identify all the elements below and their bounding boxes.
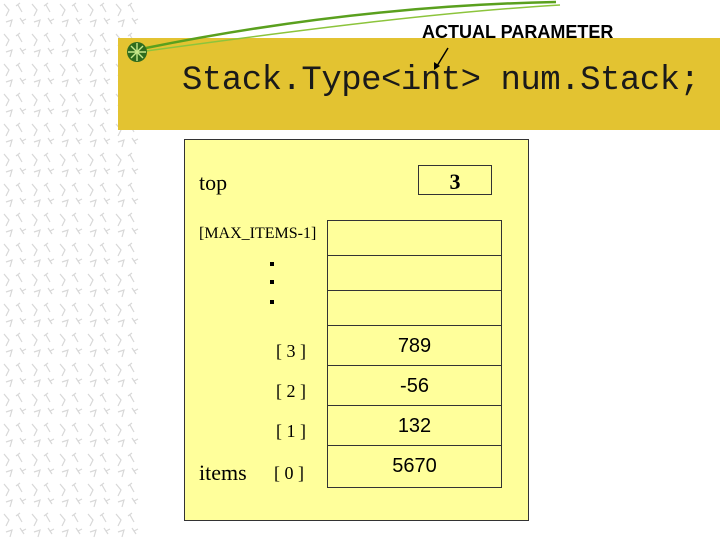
cell-value: 5670 (392, 455, 437, 477)
slide-title-code: Stack.Type<int> num.Stack; (182, 62, 700, 100)
max-items-label: [MAX_ITEMS-1] (199, 225, 317, 242)
title-band (118, 38, 720, 130)
array-cell (328, 221, 501, 256)
array-index: [ 0 ] (274, 463, 304, 483)
top-value-box: 3 (418, 165, 492, 195)
annotation-arrow (434, 47, 449, 70)
array-index: [ 1 ] (276, 421, 306, 441)
cell-value: 132 (397, 415, 432, 437)
ellipsis-dot (270, 262, 274, 266)
decorative-background-pattern (0, 0, 140, 540)
cell-value: -56 (400, 375, 429, 397)
items-label: items (199, 460, 247, 485)
array-cell (328, 256, 501, 291)
ellipsis-dot (270, 300, 274, 304)
stack-diagram-panel (184, 139, 529, 521)
array-cell (328, 291, 501, 326)
decorative-swoosh (145, 0, 561, 52)
array-cell: -56 (328, 366, 501, 406)
array-cell: 132 (328, 406, 501, 446)
array-index: [ 3 ] (276, 341, 306, 361)
actual-parameter-annotation: ACTUAL PARAMETER (422, 22, 614, 42)
top-label: top (199, 170, 228, 195)
array-cell: 5670 (328, 446, 501, 487)
title-bullet-icon (127, 42, 147, 62)
cell-value: 789 (397, 335, 432, 357)
items-array: 789 -56 132 5670 (327, 220, 502, 488)
array-index: [ 2 ] (276, 381, 306, 401)
ellipsis-dot (270, 280, 274, 284)
array-cell: 789 (328, 326, 501, 366)
top-value: 3 (449, 169, 461, 194)
